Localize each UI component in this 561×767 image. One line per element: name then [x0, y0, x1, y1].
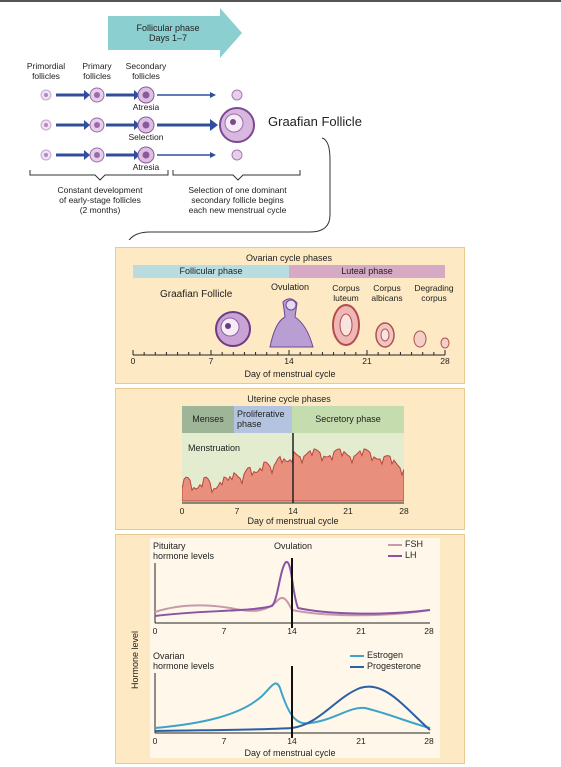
proliferative-bar: Proliferative phase — [234, 406, 292, 433]
tick-label: 0 — [179, 506, 185, 516]
lh-curve — [154, 560, 431, 617]
tick-label: 0 — [130, 356, 136, 366]
hormone-ylabel: Hormone level — [130, 630, 140, 690]
tick-label: 28 — [424, 626, 434, 636]
tick-label: 14 — [284, 356, 294, 366]
graafian-follicle-illustration — [215, 311, 251, 347]
hormone-xlabel: Day of menstrual cycle — [244, 748, 336, 758]
ovarian-hormone-tick-labels: 0 7 14 21 28 — [153, 736, 434, 746]
top-border — [0, 0, 561, 2]
fsh-curve — [154, 596, 431, 617]
tick-label: 21 — [356, 736, 366, 746]
legend-estrogen: Estrogen — [350, 650, 421, 661]
menstruation-label: Menstruation — [188, 443, 241, 453]
ovarian-tick-labels: 0 7 14 21 28 — [131, 356, 450, 366]
proliferative-line1: Proliferative — [237, 409, 285, 419]
connector-line — [128, 137, 331, 240]
tick-label: 28 — [440, 356, 450, 366]
tick-label: 14 — [287, 736, 297, 746]
secretory-bar: Secretory phase — [292, 406, 404, 433]
progesterone-curve — [154, 685, 431, 732]
degrading-corpus-illustration-1 — [413, 330, 427, 348]
ovarian-illustrations — [132, 298, 450, 356]
tick-label: 21 — [356, 626, 366, 636]
tick-label: 21 — [362, 356, 372, 366]
luteal-phase-bar: Luteal phase — [289, 265, 445, 278]
follicular-phase-arrow — [108, 8, 242, 58]
brace-left — [29, 170, 169, 181]
tick-label: 14 — [287, 626, 297, 636]
graafian-follicle-label: Graafian Follicle — [160, 289, 233, 300]
tick-label: 0 — [152, 736, 158, 746]
ovarian-ticks — [132, 350, 446, 355]
tick-label: 14 — [288, 506, 298, 516]
legend-lh: LH — [388, 550, 423, 561]
proliferative-line2: phase — [237, 419, 262, 429]
follicular-phase-bar: Follicular phase — [133, 265, 289, 278]
tick-label: 7 — [221, 626, 227, 636]
follicle-rows — [40, 86, 255, 164]
pituitary-tick-labels: 0 7 14 21 28 — [153, 626, 434, 636]
estrogen-curve — [154, 682, 431, 729]
corpus-luteum-illustration — [332, 304, 360, 346]
ovulation-illustration — [269, 298, 314, 348]
legend-fsh: FSH — [388, 539, 423, 550]
legend-top: FSH LH — [388, 539, 423, 561]
tick-label: 28 — [424, 736, 434, 746]
follicle-development-diagram — [29, 8, 331, 240]
legend-progesterone-swatch — [350, 665, 364, 668]
graafian-follicle-label-top: Graafian Follicle — [268, 114, 362, 129]
legend-bottom: Estrogen Progesterone — [350, 650, 421, 672]
legend-progesterone: Progesterone — [350, 661, 421, 672]
degrading-corpus-illustration-2 — [440, 337, 450, 349]
ovarian-xlabel: Day of menstrual cycle — [244, 369, 336, 379]
tick-label: 7 — [234, 506, 240, 516]
atresia-label-2: Atresia — [132, 162, 160, 172]
uterine-xlabel: Day of menstrual cycle — [247, 516, 339, 526]
ovulation-label: Ovulation — [270, 282, 310, 292]
tick-label: 7 — [208, 356, 214, 366]
legend-lh-swatch — [388, 554, 402, 557]
hormone-ylabel-wrap: Hormone level — [125, 600, 145, 720]
uterine-title: Uterine cycle phases — [247, 394, 331, 404]
hormone-curves — [154, 558, 431, 738]
legend-fsh-swatch — [388, 543, 402, 546]
tick-label: 0 — [152, 626, 158, 636]
legend-estrogen-swatch — [350, 654, 364, 657]
corpus-albicans-illustration — [375, 322, 395, 348]
ovarian-title: Ovarian cycle phases — [245, 253, 333, 263]
tick-label: 21 — [343, 506, 353, 516]
brace-right — [172, 170, 301, 181]
atretic-follicle-3 — [231, 149, 243, 161]
hormone-ovulation-label: Ovulation — [273, 541, 313, 551]
atresia-label-1: Atresia — [132, 102, 160, 112]
tick-label: 28 — [399, 506, 409, 516]
atretic-follicle-1 — [231, 89, 243, 101]
endometrium-illustration — [182, 433, 404, 504]
tick-label: 7 — [221, 736, 227, 746]
menses-bar: Menses — [182, 406, 234, 433]
selection-label: Selection — [128, 132, 164, 142]
uterine-tick-labels: 0 7 14 21 28 — [180, 506, 409, 516]
